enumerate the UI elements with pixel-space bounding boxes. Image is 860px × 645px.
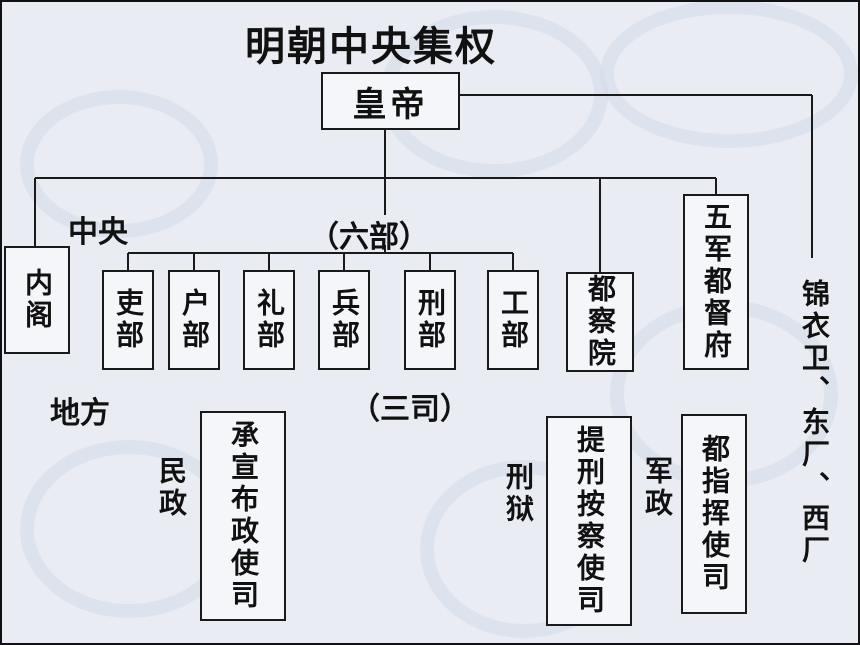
military-label: 军政 [641,456,674,520]
hubu-box: 户部 [168,270,220,370]
chengxuan-buzheng-box: 承宣布政使司 [200,411,286,621]
three-offices-label: （三司） [350,392,470,427]
duzhihui-box: 都指挥使司 [681,414,747,614]
libu-rites-box: 礼部 [243,270,295,370]
civil-label: 民政 [155,456,188,520]
duchayuan-box: 都察院 [566,272,634,372]
emperor-box: 皇帝 [321,72,460,130]
six-ministries-label: （六部） [309,220,429,255]
libu-box: 吏部 [102,270,154,370]
gongbu-box: 工部 [487,270,539,370]
wujun-dudufu-box: 五军都督府 [683,194,749,370]
neige-box: 内阁 [4,246,70,354]
tixing-ancha-box: 提刑按察使司 [546,416,632,626]
central-label: 中央 [68,215,128,250]
justice-label: 刑狱 [502,462,535,526]
xingbu-box: 刑部 [404,270,456,370]
local-label: 地方 [50,396,110,431]
bingbu-box: 兵部 [318,270,370,370]
secret-police-label: 锦衣卫、东厂、西厂 [798,279,831,567]
page-title: 明朝中央集权 [245,23,497,70]
